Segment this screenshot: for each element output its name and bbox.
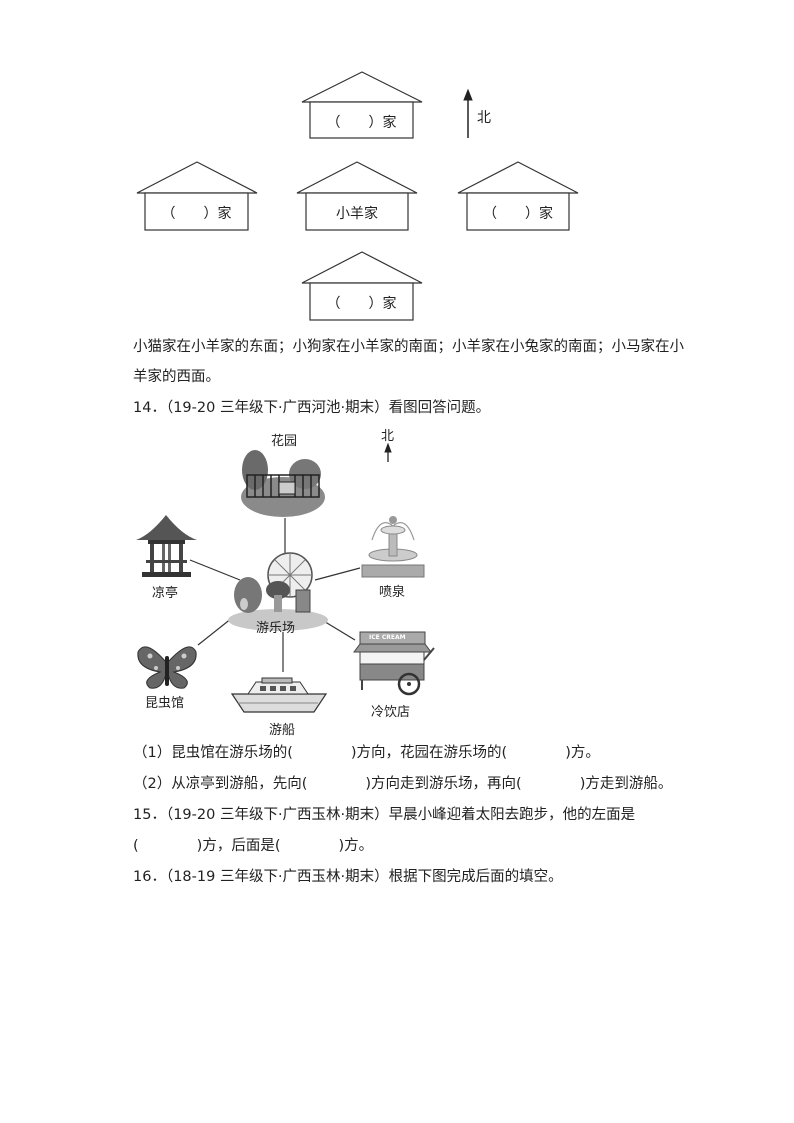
- cart-sign-text: ICE CREAM: [369, 634, 406, 641]
- q16-line1: 16．（18-19 三年级下·广西玉林·期末）根据下图完成后面的填空。: [133, 869, 563, 885]
- q14-sub1: （1）昆虫馆在游乐场的( )方向，花园在游乐场的( )方。: [133, 745, 600, 761]
- q13-clue-line2: 羊家的西面。: [133, 369, 220, 385]
- garden-label: 花园: [271, 434, 298, 449]
- insect-museum-label: 昆虫馆: [145, 696, 185, 711]
- butterfly-icon: [137, 646, 197, 689]
- amusement-park-icon: [228, 552, 328, 631]
- boat-icon: [230, 677, 328, 713]
- pavilion-label: 凉亭: [152, 586, 179, 601]
- ice-cream-cart-icon: [353, 631, 435, 696]
- cold-drink-shop-label: 冷饮店: [371, 705, 411, 720]
- fountain-icon: [361, 516, 425, 578]
- q15-line2: ( )方，后面是( )方。: [133, 838, 374, 854]
- house-top-label: （ ）家: [326, 115, 397, 131]
- garden-icon: [241, 450, 325, 517]
- map-north-arrow: [384, 442, 392, 462]
- q14-title: 14．（19-20 三年级下·广西河池·期末）看图回答问题。: [133, 400, 491, 416]
- fountain-label: 喷泉: [379, 585, 406, 600]
- boat-label: 游船: [269, 723, 296, 738]
- q14-sub2: （2）从凉亭到游船，先向( )方向走到游乐场，再向( )方走到游船。: [133, 776, 673, 792]
- north-arrow: [463, 88, 473, 138]
- house-right-label: （ ）家: [483, 206, 553, 222]
- houses-diagram: [136, 71, 579, 321]
- q13-clue-line1: 小猫家在小羊家的东面；小狗家在小羊家的南面；小羊家在小兔家的南面；小马家在小: [133, 339, 684, 355]
- amusement-park-label: 游乐场: [256, 621, 296, 636]
- pavilion-icon: [136, 515, 197, 577]
- house-left-label: （ ）家: [161, 206, 232, 222]
- map-north-label: 北: [381, 429, 395, 444]
- north-label: 北: [477, 110, 491, 126]
- house-bottom-label: （ ）家: [326, 296, 397, 312]
- house-center-label: 小羊家: [336, 206, 378, 222]
- park-map: [136, 442, 435, 713]
- q15-line1: 15．（19-20 三年级下·广西玉林·期末）早晨小峰迎着太阳去跑步，他的左面是: [133, 807, 636, 823]
